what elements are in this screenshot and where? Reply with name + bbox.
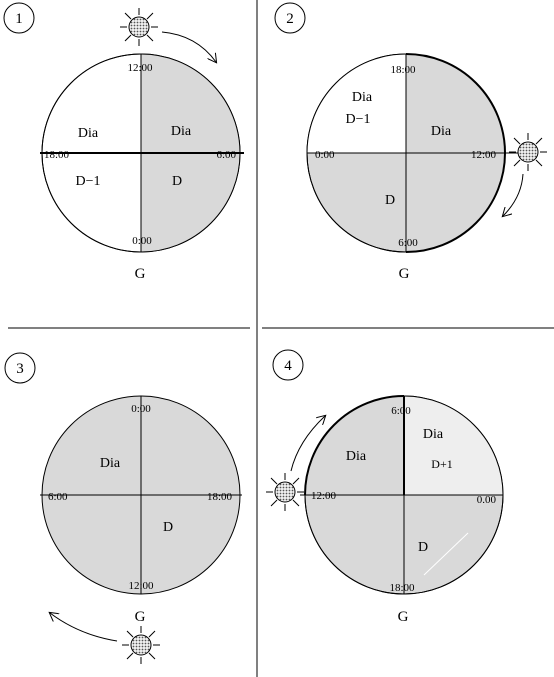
time-label-left: 6:00 [48,491,68,503]
rotation-arrow [290,416,325,472]
panel-number-circle [272,349,304,381]
day-label-lower-right: D [418,540,428,555]
earth-globe [300,395,504,595]
ground-label: G [135,609,146,625]
day-label-lower-right: D [172,174,182,189]
ground-label: G [399,266,410,282]
time-label-bottom: 12:00 [128,580,154,592]
time-label-right: 6:00 [216,149,236,161]
time-label-left: 12:00 [311,490,337,502]
day-label-lower-left: D−1 [75,174,100,189]
sun-icon [266,473,304,511]
time-label-left: 0:00 [315,149,335,161]
panel-number: 4 [284,358,292,374]
lit-quadrant-upper-left [307,54,406,153]
day-label-upper-left-2: D−1 [345,112,370,127]
day-label-upper-right-2: D+1 [431,457,452,471]
panel-number-circle [274,2,306,34]
day-label-lower-left: D [385,193,395,208]
day-label-upper-right: Dia [171,124,192,139]
panel-number: 1 [15,11,23,27]
time-label-right: 0.00 [477,494,497,506]
panel-number: 2 [286,11,294,27]
rotation-arrow [50,613,118,642]
day-label-upper-left-1: Dia [352,90,373,105]
time-label-top: 18:00 [390,64,416,76]
time-label-top: 0:00 [131,403,151,415]
time-label-right: 12:00 [471,149,497,161]
day-label-upper-left: Dia [78,126,99,141]
sun-icon [509,133,547,171]
sun-icon [120,8,158,46]
panel-number: 3 [16,361,24,377]
rotation-arrow [503,173,524,216]
ground-label: G [135,266,146,282]
panel-4: 4 6:00 12:00 0.00 18:00 Dia Dia D+1 D G [266,349,504,625]
ground-label: G [398,609,409,625]
day-label-upper-left: Dia [346,449,367,464]
new-day-quadrant [404,396,503,495]
highlight-streak [423,532,469,576]
time-label-top: 12:00 [127,62,153,74]
sun-icon [122,626,160,664]
panel-2: 2 18:00 0:00 12:00 6:00 Dia D−1 Dia D G [274,2,547,282]
time-label-right: 18:00 [207,491,233,503]
panel-number-circle [4,352,36,384]
time-label-bottom: 0:00 [132,235,152,247]
day-label-upper-right-1: Dia [423,427,444,442]
time-label-bottom: 18:00 [389,582,415,594]
day-label-upper-right: Dia [431,124,452,139]
rotation-arrow [161,31,216,62]
day-label-lower-right: D [163,520,173,535]
earth-globe [40,53,244,253]
day-label-upper-left: Dia [100,456,121,471]
panel-number-circle [3,2,35,34]
earth-globe [40,395,242,595]
time-label-bottom: 6:00 [398,237,418,249]
time-label-left: 18:00 [44,149,70,161]
earth-globe [306,53,518,253]
panel-1: 1 12:00 18:00 6:00 0:00 Dia Dia D−1 D G [3,2,244,282]
time-label-top: 6:00 [391,405,411,417]
panel-3: 3 0:00 6:00 18:00 12:00 Dia D G [4,352,242,664]
